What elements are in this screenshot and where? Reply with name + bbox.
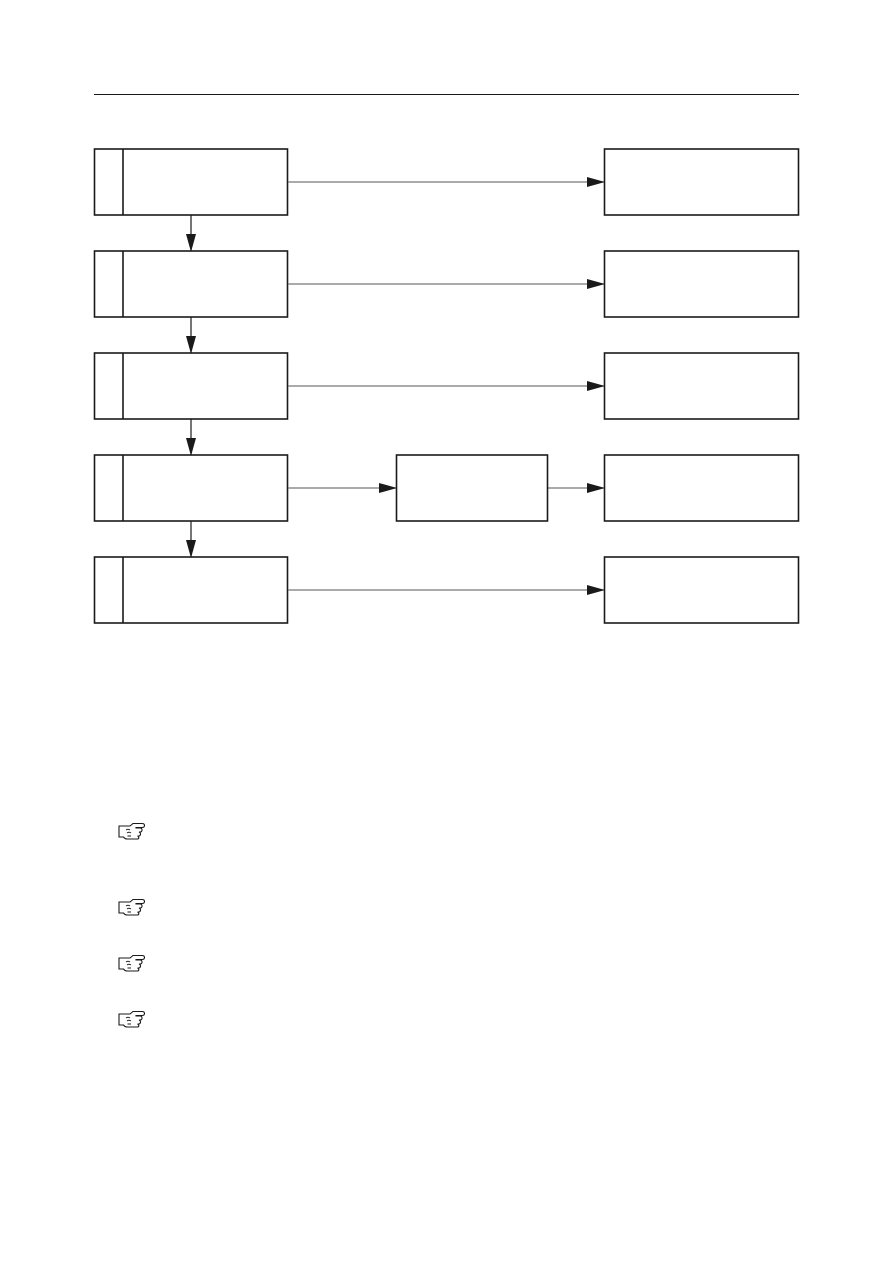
pointing-hand-icon (118, 898, 146, 916)
result-box-1 (603, 148, 800, 216)
header-rule (94, 94, 799, 95)
pointing-hand-icon (118, 1010, 146, 1028)
step-box-4 (93, 454, 289, 522)
intermediate-box (395, 454, 549, 522)
step-box-5 (93, 556, 289, 624)
step-box-2 (93, 250, 289, 318)
result-box-3 (603, 352, 800, 420)
step-box-1 (93, 148, 289, 216)
result-box-5 (603, 556, 800, 624)
pointing-hand-icon (118, 822, 146, 840)
result-box-2 (603, 250, 800, 318)
step-box-3 (93, 352, 289, 420)
result-box-4 (603, 454, 800, 522)
pointing-hand-icon (118, 954, 146, 972)
